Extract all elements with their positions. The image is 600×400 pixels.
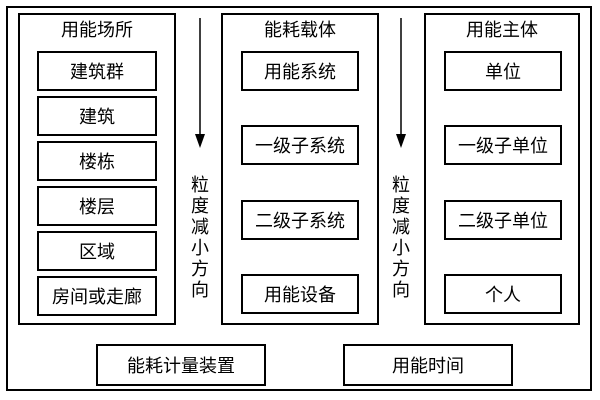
site-item-area: 区域	[37, 231, 157, 271]
column-energy-site: 用能场所 建筑群 建筑 楼栋 楼层 区域 房间或走廊	[18, 13, 176, 325]
site-item-floor: 楼层	[37, 186, 157, 226]
direction-label-char: 方	[191, 259, 209, 280]
direction-label-char: 向	[392, 280, 410, 301]
column-energy-subject: 用能主体 单位 一级子单位 二级子单位 个人	[424, 13, 580, 325]
column-energy-carrier: 能耗载体 用能系统 一级子系统 二级子系统 用能设备	[221, 13, 379, 325]
direction-label-char: 小	[392, 238, 410, 259]
column-title-energy-site: 用能场所	[61, 20, 133, 41]
direction-label-char: 减	[191, 217, 209, 238]
diagram-frame	[6, 6, 592, 391]
down-arrow-icon	[195, 18, 205, 148]
carrier-item-energy-system: 用能系统	[241, 51, 359, 91]
energy-metering-device-box: 能耗计量装置	[96, 344, 266, 386]
subject-item-unit: 单位	[444, 51, 562, 91]
site-item-room-or-corridor: 房间或走廊	[37, 276, 157, 316]
granularity-direction-label-1: 粒度减小方向	[189, 175, 211, 301]
site-item-block: 楼栋	[37, 141, 157, 181]
site-item-building-group: 建筑群	[37, 51, 157, 91]
subject-item-individual: 个人	[444, 274, 562, 314]
site-item-building: 建筑	[37, 96, 157, 136]
direction-label-char: 度	[191, 196, 209, 217]
energy-use-time-box: 用能时间	[343, 344, 513, 386]
direction-label-char: 向	[191, 280, 209, 301]
column-title-energy-subject: 用能主体	[466, 20, 538, 41]
carrier-item-level1-subsystem: 一级子系统	[241, 125, 359, 165]
direction-label-char: 方	[392, 259, 410, 280]
subject-item-level1-subunit: 一级子单位	[444, 125, 562, 165]
carrier-item-energy-device: 用能设备	[241, 274, 359, 314]
direction-label-char: 粒	[191, 175, 209, 196]
direction-label-char: 小	[191, 238, 209, 259]
direction-label-char: 减	[392, 217, 410, 238]
subject-item-level2-subunit: 二级子单位	[444, 200, 562, 240]
granularity-direction-label-2: 粒度减小方向	[390, 175, 412, 301]
direction-label-char: 粒	[392, 175, 410, 196]
carrier-item-level2-subsystem: 二级子系统	[241, 200, 359, 240]
down-arrow-icon	[396, 18, 406, 148]
column-title-energy-carrier: 能耗载体	[264, 20, 336, 41]
direction-label-char: 度	[392, 196, 410, 217]
